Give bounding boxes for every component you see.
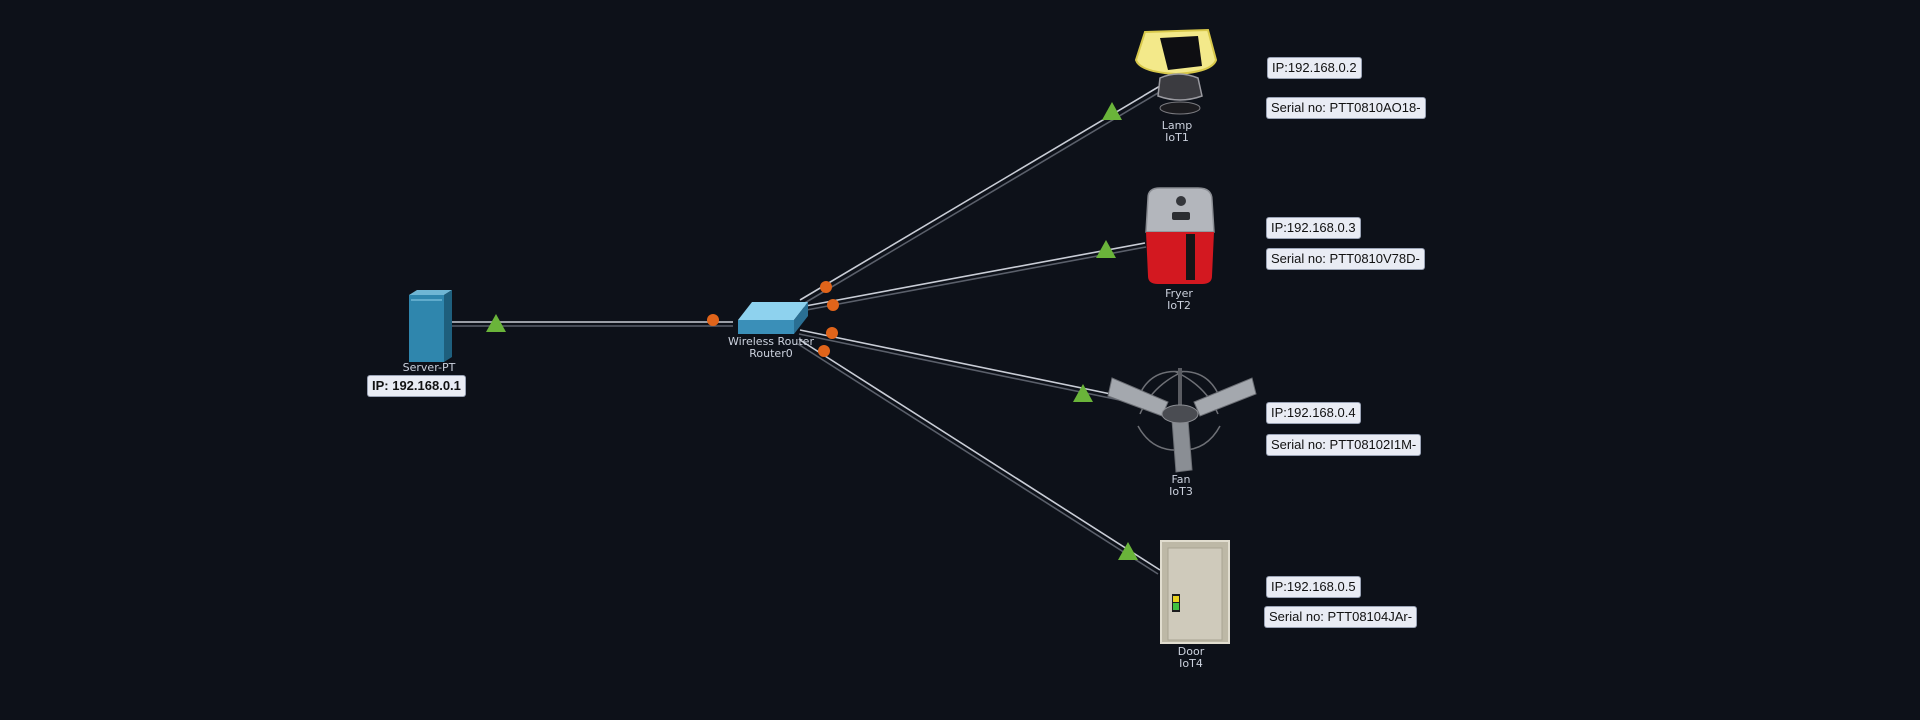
server-icon[interactable] <box>409 290 452 362</box>
link-up-marker <box>1102 102 1122 120</box>
door-caption: Door IoT4 <box>1146 646 1236 670</box>
fan-ip-label: IP:192.168.0.4 <box>1267 403 1360 423</box>
lamp-caption: Lamp IoT1 <box>1132 120 1222 144</box>
lamp-sub: IoT1 <box>1165 131 1189 144</box>
door-sub: IoT4 <box>1179 657 1203 670</box>
fan-name: Fan <box>1171 473 1191 486</box>
server-name: Server-PT <box>402 361 456 374</box>
server-caption: Server-PT <box>384 362 474 374</box>
link-router-lamp[interactable] <box>799 85 1164 305</box>
link-up-marker <box>1096 240 1116 258</box>
router-caption: Wireless Router Router0 <box>726 336 816 360</box>
router-icon[interactable] <box>738 302 808 334</box>
ceiling-fan-icon[interactable] <box>1107 368 1257 473</box>
fan-serial-label: Serial no: PTT08102I1M- <box>1267 435 1421 455</box>
air-fryer-icon[interactable] <box>1145 187 1215 284</box>
link-port-marker <box>707 314 719 326</box>
link-up-marker <box>486 314 506 332</box>
door-icon[interactable] <box>1160 540 1230 644</box>
link-up-marker <box>1118 542 1138 560</box>
lamp-icon[interactable] <box>1134 28 1218 115</box>
server-ip-label: IP: 192.168.0.1 <box>368 376 465 396</box>
link-status-markers <box>486 102 1138 560</box>
link-port-marker <box>820 281 832 293</box>
fan-caption: Fan IoT3 <box>1136 474 1226 498</box>
lamp-serial-label: Serial no: PTT0810AO18- <box>1267 98 1425 118</box>
door-serial-label: Serial no: PTT08104JAr- <box>1265 607 1417 627</box>
fryer-ip-label: IP:192.168.0.3 <box>1267 218 1360 238</box>
router-name: Wireless Router <box>728 335 814 348</box>
links <box>452 85 1164 575</box>
door-name: Door <box>1177 645 1205 658</box>
link-up-marker <box>1073 384 1093 402</box>
router-sub: Router0 <box>749 347 793 360</box>
fryer-sub: IoT2 <box>1167 299 1191 312</box>
door-ip-label: IP:192.168.0.5 <box>1267 577 1360 597</box>
link-router-door[interactable] <box>797 339 1161 575</box>
link-port-marker <box>818 345 830 357</box>
fryer-name: Fryer <box>1165 287 1193 300</box>
link-router-fryer[interactable] <box>799 242 1147 312</box>
fryer-serial-label: Serial no: PTT0810V78D- <box>1267 249 1424 269</box>
link-router-fan[interactable] <box>798 329 1141 405</box>
link-port-marker <box>826 327 838 339</box>
lamp-ip-label: IP:192.168.0.2 <box>1268 58 1361 78</box>
lamp-name: Lamp <box>1161 119 1193 132</box>
fan-sub: IoT3 <box>1169 485 1193 498</box>
link-port-marker <box>827 299 839 311</box>
fryer-caption: Fryer IoT2 <box>1134 288 1224 312</box>
